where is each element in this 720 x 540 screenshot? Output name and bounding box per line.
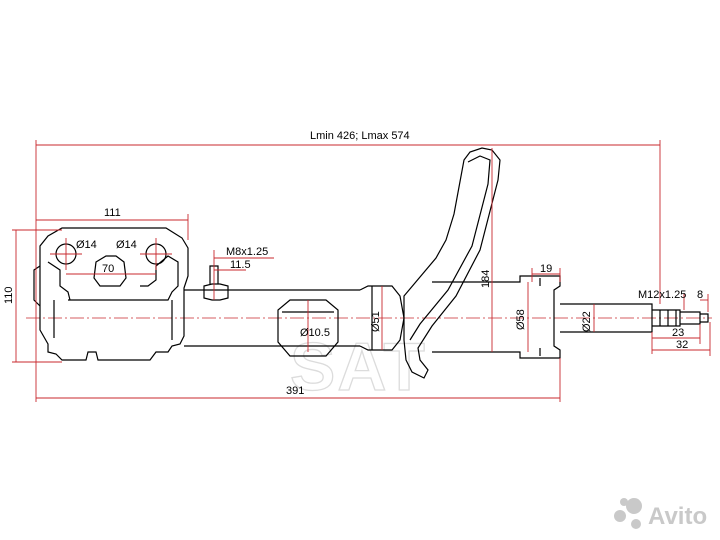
upper-length-label: 19 [540, 263, 552, 275]
spring-seat-plate [403, 147, 501, 379]
avito-dot-1 [614, 510, 626, 522]
avito-dot-4 [620, 498, 628, 506]
avito-logo: Avito [614, 498, 707, 530]
rod-thread-label: M12x1.25 [638, 289, 686, 301]
piston-rod [560, 303, 653, 333]
thread-length-label: 23 [672, 327, 684, 339]
bracket-width-label: 111 [104, 207, 121, 219]
bracket-ear [33, 265, 41, 307]
body-tube [184, 289, 360, 347]
hole-right-label: Ø14 [116, 239, 137, 251]
sensor-hole-label: Ø10.5 [300, 327, 330, 339]
hole-left-label: Ø14 [76, 239, 97, 251]
watermark-text: SAT [290, 329, 427, 405]
rod-diameter-label: Ø22 [581, 311, 593, 332]
body-diameter-label: Ø58 [515, 309, 527, 330]
bracket-window [93, 255, 127, 287]
rod-thread [652, 309, 709, 327]
tube-diameter-label: Ø51 [370, 311, 382, 332]
spring-seat-height-label: 184 [480, 270, 492, 288]
dimension-lines [12, 140, 711, 402]
bracket-thread-label: M8x1.25 [226, 246, 268, 258]
total-length-label: 391 [286, 385, 304, 397]
thread-tip-label: 8 [697, 289, 703, 301]
dimension-labels: Lmin 426; Lmax 574 111 110 Ø14 Ø14 70 M8… [3, 130, 703, 397]
avito-dot-2 [626, 498, 642, 514]
bracket-height-label: 110 [3, 286, 15, 304]
hole-spacing-label: 70 [102, 263, 114, 275]
bracket-thread-length-label: 11.5 [230, 259, 251, 271]
hose-clip [203, 265, 229, 301]
upper-body [432, 275, 561, 359]
sat-watermark: SAT [289, 328, 427, 405]
avito-dot-3 [631, 519, 641, 529]
knuckle-bracket [39, 227, 189, 361]
bracket-inner-rib [47, 255, 179, 340]
avito-wordmark: Avito [648, 503, 707, 530]
rod-end-length-label: 32 [676, 339, 688, 351]
overall-length-label: Lmin 426; Lmax 574 [310, 130, 410, 142]
